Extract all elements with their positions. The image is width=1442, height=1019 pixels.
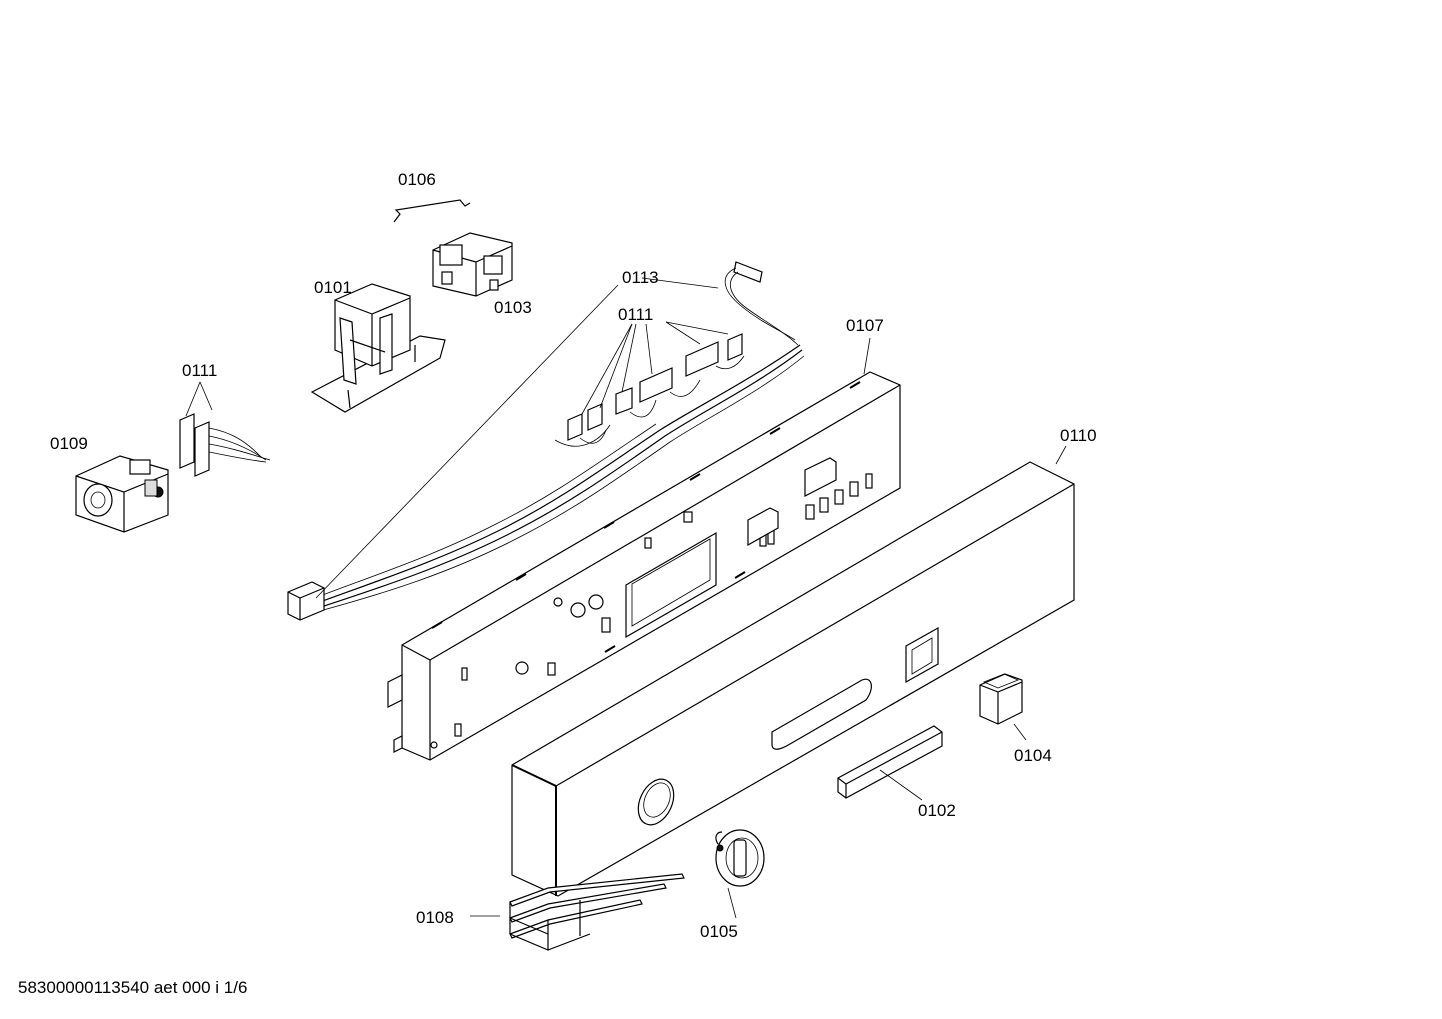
label-0109: 0109: [50, 434, 88, 453]
label-0107: 0107: [846, 316, 884, 335]
part-0111-connectors-harness: [567, 333, 745, 444]
label-0104: 0104: [1014, 746, 1052, 765]
part-0107-control-panel: [387, 371, 901, 761]
exploded-parts-diagram: 0106 0101 0103 0113 0111 0107 0111 0109 …: [50, 170, 1097, 951]
label-0106: 0106: [398, 170, 436, 189]
label-0102: 0102: [918, 801, 956, 820]
part-labels: 0106 0101 0103 0113 0111 0107 0111 0109 …: [50, 170, 1097, 941]
label-0111-left: 0111: [182, 361, 217, 380]
part-0102-strip: [837, 725, 943, 799]
label-0101: 0101: [314, 278, 352, 297]
label-0110: 0110: [1060, 426, 1097, 445]
label-0108: 0108: [416, 908, 454, 927]
leader-lines: [185, 277, 1067, 919]
label-0113: 0113: [622, 268, 659, 287]
part-0108-foil-stack: [509, 873, 685, 951]
part-0103-switch: [432, 232, 513, 297]
document-id-footer: 58300000113540 aet 000 i 1/6: [18, 978, 248, 997]
label-0111-harness: 0111: [618, 305, 653, 324]
label-0105: 0105: [700, 922, 738, 941]
part-0105-knob: [715, 829, 765, 887]
part-0109-timer: [75, 455, 169, 533]
part-0106-spring: [393, 199, 471, 223]
part-0113-wire-harness: [287, 261, 805, 621]
part-0104-button: [979, 673, 1023, 725]
part-0101-bracket: [310, 283, 446, 413]
part-0110-fascia: [511, 461, 1075, 897]
label-0103: 0103: [494, 298, 532, 317]
part-0111-connectors-left: [179, 413, 271, 477]
